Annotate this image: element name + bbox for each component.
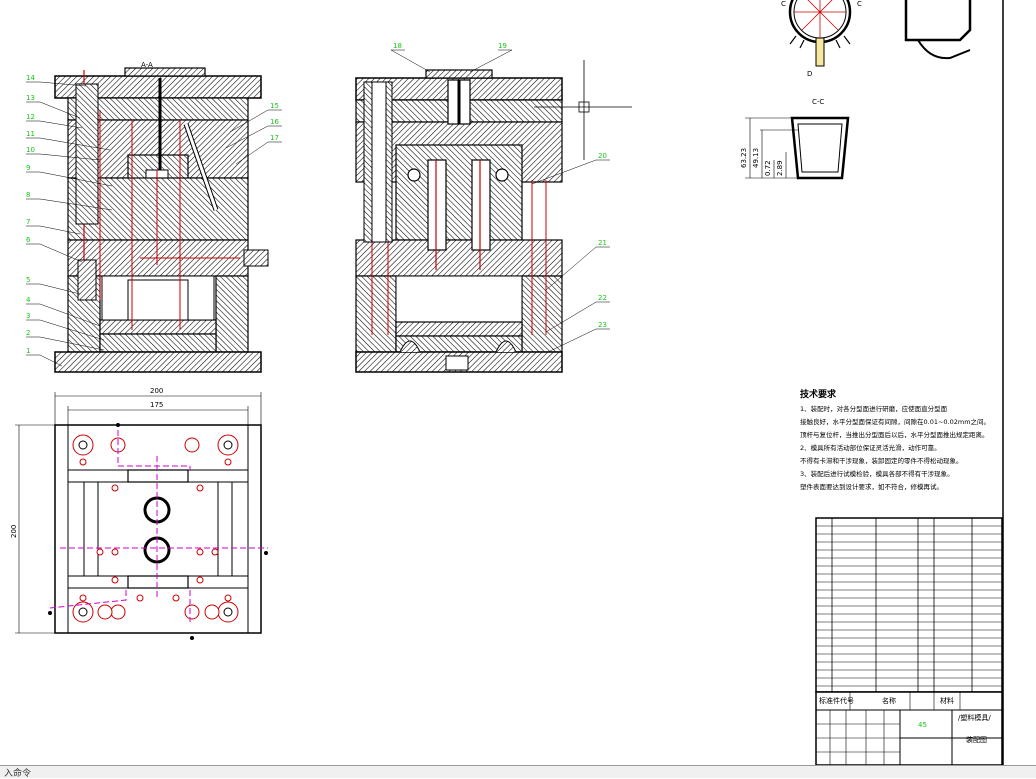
callout-label: 23 bbox=[598, 321, 607, 329]
part-side-view bbox=[904, 0, 972, 60]
callout-leader bbox=[26, 283, 81, 295]
tech-line: 不得有卡滞和干涉现象，装卸固定的零件不得松动现象。 bbox=[800, 457, 963, 465]
section-cc-view: C-C 63.23 49.13 0.72 2.89 bbox=[740, 98, 850, 180]
callout-label: 6 bbox=[26, 236, 31, 244]
callout-label: 22 bbox=[598, 294, 607, 302]
callout-leader bbox=[26, 171, 113, 187]
callout-label: 13 bbox=[26, 94, 35, 102]
callout-label: 10 bbox=[26, 146, 35, 154]
callout-label: 8 bbox=[26, 191, 30, 199]
dim-width-inner: 175 bbox=[150, 401, 163, 409]
callout-leader bbox=[26, 225, 81, 235]
dim-height: 200 bbox=[10, 525, 18, 538]
tech-requirements-title: 技术要求 bbox=[800, 390, 837, 400]
callouts-right-a: 15 16 17 bbox=[225, 102, 282, 165]
title-drawing-name: /塑料模具/ bbox=[958, 713, 991, 722]
callout-leader bbox=[545, 246, 610, 291]
label-d: D bbox=[807, 70, 812, 78]
section-aa-view: A-A bbox=[54, 61, 269, 373]
dim-width-outer: 200 bbox=[150, 387, 163, 395]
tech-line: 2、模具所有活动部位保证灵活光滑，动作可靠。 bbox=[800, 444, 941, 452]
tech-line: 顶杆与复位杆，当推出分型面后以后，水平分型面推出规定距离。 bbox=[800, 431, 989, 439]
callout-leader bbox=[26, 153, 101, 161]
label-c-right: C bbox=[857, 0, 862, 8]
callout-leader bbox=[26, 354, 63, 367]
dim-cc-4: 2.89 bbox=[776, 160, 784, 176]
title-footer-label-2: 名称 bbox=[882, 696, 896, 705]
callout-leader bbox=[225, 125, 282, 149]
callout-label: 4 bbox=[26, 296, 31, 304]
callout-leader bbox=[26, 303, 101, 327]
callout-label: 1 bbox=[26, 347, 30, 355]
command-line-bar[interactable]: 入命令 bbox=[0, 765, 1036, 779]
title-footer-label-3: 材料 bbox=[940, 696, 954, 705]
callout-label: 19 bbox=[498, 42, 507, 50]
plan-view bbox=[48, 423, 268, 640]
title-block: 45 /塑料模具/ 装配图 标准件代号 名称 材料 bbox=[815, 691, 1003, 766]
dim-cc-2: 49.13 bbox=[752, 148, 760, 168]
callout-label: 18 bbox=[393, 42, 402, 50]
command-prompt[interactable]: 入命令 bbox=[4, 769, 32, 779]
callout-leader bbox=[229, 109, 282, 133]
section-cc-label: C-C bbox=[812, 98, 824, 106]
callout-leader bbox=[26, 137, 111, 151]
callout-label: 3 bbox=[26, 312, 30, 320]
dim-cc-3: 0.72 bbox=[764, 160, 772, 176]
callout-leader bbox=[26, 243, 83, 263]
dim-cc-1: 63.23 bbox=[740, 148, 748, 168]
plan-dimensions: 200 175 200 bbox=[10, 387, 262, 634]
callout-label: 17 bbox=[270, 134, 279, 142]
label-c-left: C bbox=[781, 0, 786, 8]
callout-leader bbox=[531, 159, 610, 185]
callout-label: 5 bbox=[26, 276, 30, 284]
bom-table bbox=[815, 517, 1003, 693]
callout-label: 20 bbox=[598, 152, 607, 160]
callout-leader bbox=[545, 301, 610, 333]
callout-label: 11 bbox=[26, 130, 35, 138]
callout-leader bbox=[390, 49, 431, 73]
callout-leader bbox=[26, 101, 81, 119]
callout-leader bbox=[26, 198, 113, 211]
callout-leader bbox=[235, 141, 282, 165]
callout-label: 14 bbox=[26, 74, 35, 82]
callout-leader bbox=[26, 120, 83, 129]
callout-label: 9 bbox=[26, 164, 30, 172]
tech-line: 3、装配后进行试模检验，模具各部不得有干涉现象。 bbox=[800, 470, 954, 478]
section-aa-label: A-A bbox=[141, 61, 153, 69]
callout-label: 12 bbox=[26, 113, 35, 121]
title-material: 45 bbox=[918, 721, 927, 729]
callout-leader bbox=[26, 336, 105, 351]
callout-leader bbox=[26, 319, 105, 341]
callout-label: 2 bbox=[26, 329, 30, 337]
callout-leader bbox=[547, 328, 610, 353]
part-top-view: C C D bbox=[781, 0, 862, 78]
title-unit-name: 装配图 bbox=[966, 735, 987, 744]
callouts-b: 18 19 20 21 22 23 bbox=[390, 42, 610, 353]
callout-leader bbox=[26, 81, 87, 87]
callout-label: 15 bbox=[270, 102, 279, 110]
callout-label: 16 bbox=[270, 118, 279, 126]
tech-line: 塑件表面要达到设计要求，如不符合，修模再试。 bbox=[800, 483, 943, 491]
tech-line: 1、装配时，对各分型面进行研磨，应使面直分型面 bbox=[800, 405, 948, 413]
cad-crosshair-cursor bbox=[534, 60, 632, 160]
tech-line: 接触良好，水平分型面保证有间隙，间隙在0.01~0.02mm之间。 bbox=[800, 418, 991, 426]
section-b-view bbox=[355, 69, 563, 373]
title-footer-label-1: 标准件代号 bbox=[819, 696, 854, 705]
callout-label: 7 bbox=[26, 218, 30, 226]
callout-leader bbox=[469, 49, 513, 73]
callouts-left: 14 13 12 11 10 9 8 7 6 5 4 3 2 1 bbox=[26, 74, 113, 367]
callout-label: 21 bbox=[598, 239, 607, 247]
